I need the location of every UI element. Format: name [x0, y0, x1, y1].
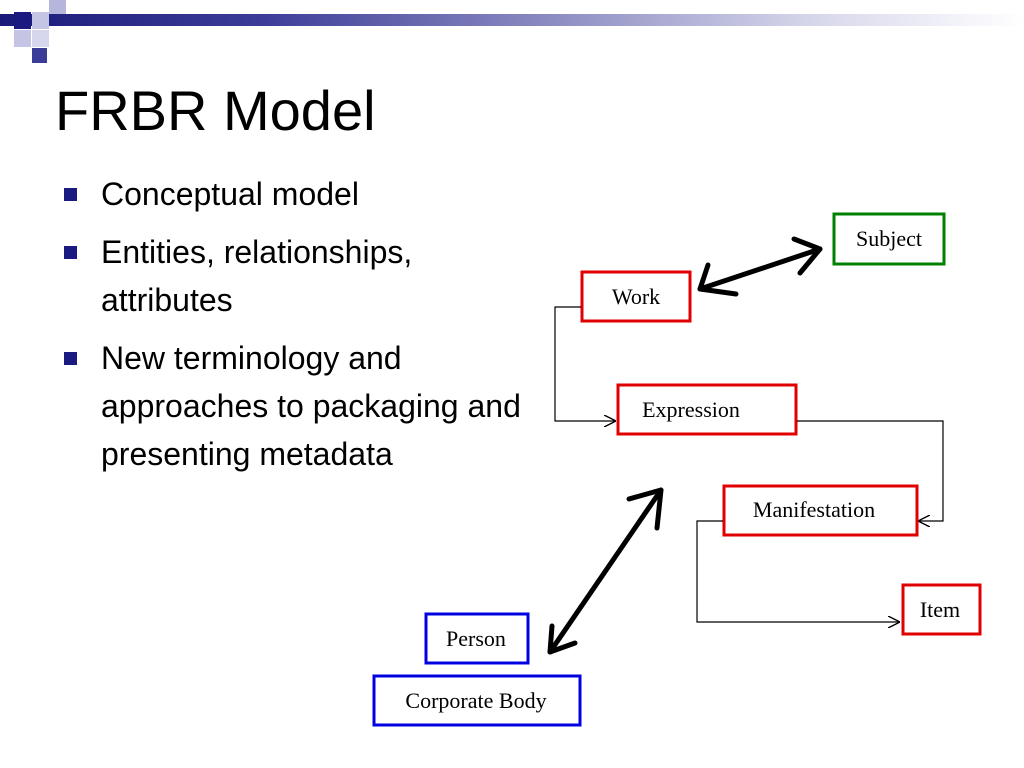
entity-corporate-body: Corporate Body [372, 674, 582, 727]
entity-box [722, 484, 919, 537]
entity-expression: Expression [616, 383, 798, 436]
slide-title: FRBR Model [55, 79, 376, 142]
entity-item: Item [901, 583, 982, 636]
corner-square-light [32, 12, 49, 29]
entity-box [832, 212, 946, 266]
entity-person: Person [424, 612, 530, 665]
entity-box [424, 612, 530, 665]
bullet-item: Conceptual model [62, 170, 522, 218]
double-arrow-expression-persons [547, 487, 664, 655]
corner-square-dark [32, 48, 47, 63]
corner-square-dark [14, 12, 31, 29]
bullet-text: Entities, relationships, attributes [101, 234, 413, 318]
double-arrow-work-subject [697, 236, 823, 297]
bullet-item: Entities, relationships, attributes [62, 228, 522, 324]
entity-label: Manifestation [753, 497, 875, 522]
bullet-text: Conceptual model [101, 176, 359, 212]
corner-square-light [49, 0, 66, 14]
header-gradient-bar [0, 14, 1024, 26]
connector-manifestation-to-item [696, 521, 900, 622]
entity-label: Item [920, 597, 960, 622]
entity-subject: Subject [832, 212, 946, 266]
entity-manifestation: Manifestation [722, 484, 919, 537]
entity-box [580, 270, 692, 323]
corner-square-light [14, 30, 31, 47]
bullet-text: New terminology and approaches to packag… [101, 340, 521, 472]
entity-work: Work [580, 270, 692, 323]
connector-work-to-expression [554, 307, 616, 421]
entity-label: Work [612, 284, 660, 309]
corner-square-light [32, 30, 49, 47]
entity-box [616, 383, 798, 436]
square-bullet-icon [64, 188, 77, 201]
bullet-list: Conceptual model Entities, relationships… [62, 170, 522, 488]
square-bullet-icon [64, 246, 77, 259]
entity-label: Subject [856, 226, 922, 251]
entity-label: Corporate Body [405, 688, 546, 713]
entity-label: Expression [642, 397, 740, 422]
entity-box [372, 674, 582, 727]
square-bullet-icon [64, 352, 77, 365]
bullet-item: New terminology and approaches to packag… [62, 334, 522, 478]
connector-expression-to-manifestation [798, 421, 944, 521]
entity-label: Person [446, 626, 506, 651]
entity-box [901, 583, 982, 636]
